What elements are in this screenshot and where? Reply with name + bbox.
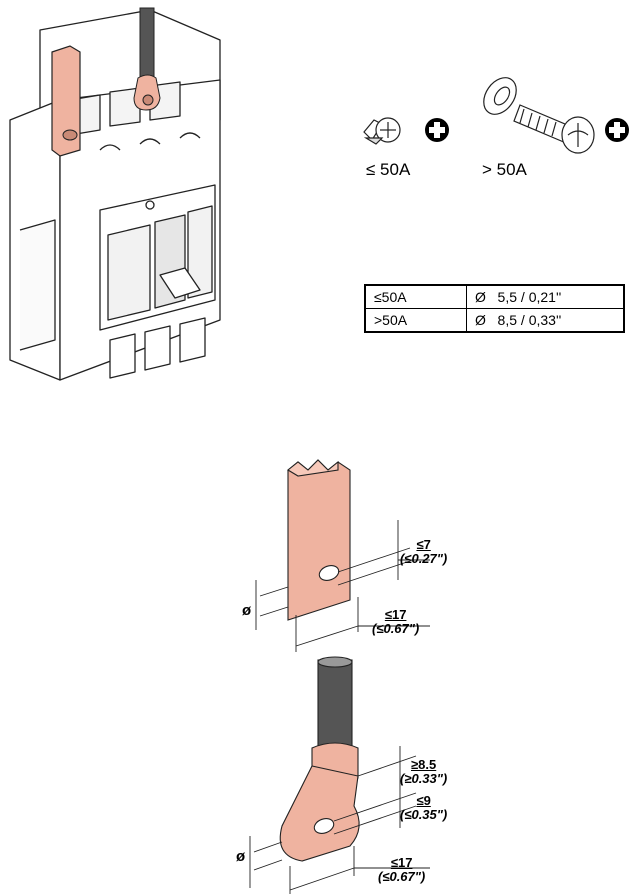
large-screw-icon [513, 104, 595, 154]
busbar-edge-distance: ≤7 (≤0.27") [400, 538, 447, 566]
lug-width-in: (≤0.67") [378, 869, 426, 884]
diameter-cell: Ø 5,5 / 0,21'' [466, 284, 625, 309]
lug-cable [317, 659, 353, 753]
lug-width-mm: ≤17 [390, 855, 413, 870]
small-screw-label: ≤ 50A [366, 160, 411, 179]
large-screw-label: > 50A [482, 160, 527, 179]
busbar-hole [318, 565, 340, 581]
lug-barrel-distance-in: (≥0.33") [400, 771, 448, 786]
circuit-breaker-illustration [9, 7, 221, 381]
phillips-cross-icon-2 [605, 118, 629, 142]
table-row: >50A Ø 8,5 / 0,33'' [364, 308, 625, 333]
busbar-plate [287, 459, 351, 621]
lug-width: ≤17 (≤0.67") [378, 856, 425, 884]
phillips-cross-icon [425, 118, 449, 142]
cable-lug-dimension-drawing [249, 656, 430, 894]
current-cell: >50A [364, 308, 467, 333]
lug-hole [313, 818, 335, 834]
current-cell: ≤50A [364, 284, 467, 309]
hole-diameter-table: ≤50A Ø 5,5 / 0,21'' >50A Ø 8,5 / 0,33'' [364, 284, 625, 333]
table-row: ≤50A Ø 5,5 / 0,21'' [364, 284, 625, 309]
lug-barrel-distance: ≥8.5 (≥0.33") [400, 758, 447, 786]
lug-edge-distance-in: (≤0.35") [400, 807, 448, 822]
busbar-width-mm: ≤17 [384, 607, 407, 622]
lug-edge-distance: ≤9 (≤0.35") [400, 794, 447, 822]
lug-barrel-distance-mm: ≥8.5 [411, 757, 437, 772]
busbar-edge-distance-mm: ≤7 [416, 537, 431, 552]
washer-icon [483, 77, 517, 115]
busbar-edge-distance-in: (≤0.27") [400, 551, 448, 566]
cable-on-breaker [139, 7, 155, 79]
diameter-cell: Ø 8,5 / 0,33'' [466, 308, 625, 333]
busbar-on-breaker [51, 45, 81, 157]
busbar-width: ≤17 (≤0.67") [372, 608, 419, 636]
busbar-width-in: (≤0.67") [372, 621, 420, 636]
lug-dia-symbol: ø [236, 848, 246, 865]
lug-palm [279, 765, 360, 862]
lug-edge-distance-mm: ≤9 [416, 793, 431, 808]
busbar-dia-symbol: ø [242, 602, 252, 619]
busbar-dimension-drawing [255, 459, 430, 652]
small-screw-icon [363, 117, 401, 145]
